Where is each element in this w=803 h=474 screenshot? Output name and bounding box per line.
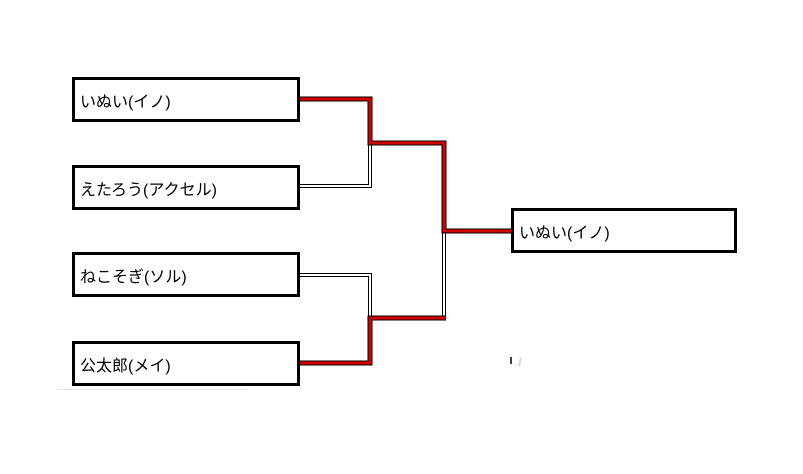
player-box-etarou: えたろう(アクセル): [72, 165, 300, 210]
player-name: ねこそぎ(ソル): [80, 268, 187, 286]
faint-line-artifact: [57, 389, 247, 390]
stray-mark: [510, 357, 512, 364]
winner-line-match2: [300, 315, 446, 366]
loser-line-match1: [300, 141, 372, 188]
player-name: 公太郎(メイ): [80, 357, 171, 375]
champion-name: いぬい(イノ): [519, 224, 610, 242]
player-box-nekosogi: ねこそぎ(ソル): [72, 252, 300, 297]
player-box-koutarou: 公太郎(メイ): [72, 341, 300, 386]
loser-line-match2: [300, 273, 372, 320]
winner-line-champion-path: [300, 96, 511, 234]
player-name: えたろう(アクセル): [80, 181, 217, 199]
champion-box: いぬい(イノ): [511, 208, 737, 253]
player-name: いぬい(イノ): [80, 93, 171, 111]
player-box-inui: いぬい(イノ): [72, 77, 300, 122]
